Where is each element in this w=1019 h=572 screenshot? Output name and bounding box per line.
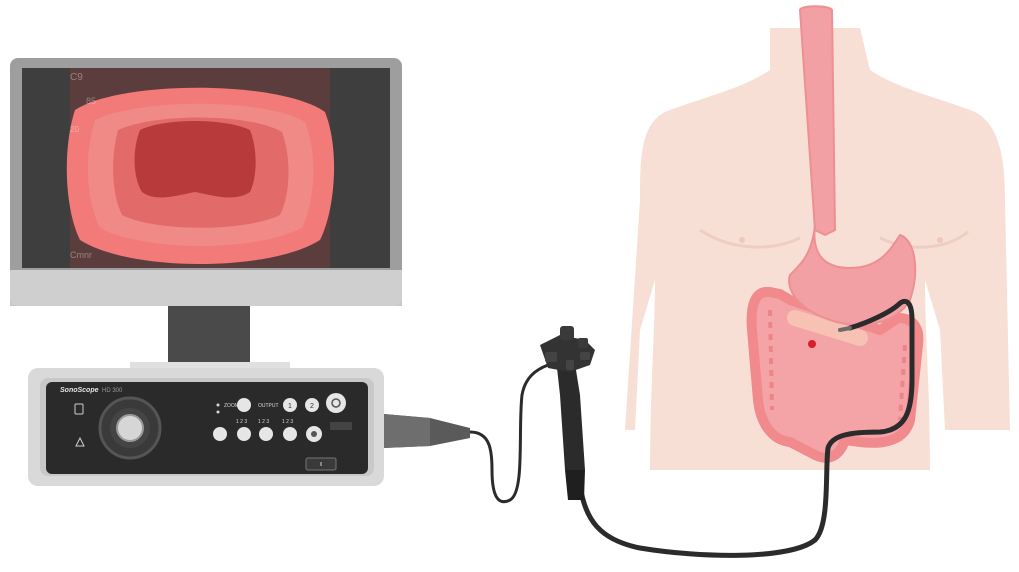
- overlay-text-line3: 20: [70, 125, 79, 134]
- overlay-text-bottom: Cmnr: [70, 250, 92, 260]
- settings-button[interactable]: [326, 393, 346, 413]
- cable-connector-plug: [384, 414, 470, 448]
- overlay-text-line2: 85: [86, 96, 96, 106]
- polyp-dot: [808, 340, 816, 348]
- status-indicator: [330, 422, 352, 430]
- user-button[interactable]: [213, 427, 227, 441]
- preset-button-a[interactable]: [237, 427, 251, 441]
- processor-model: HD 300: [102, 388, 123, 394]
- label-zoom: ZOOM: [224, 403, 239, 409]
- button-2-label: 2: [310, 403, 314, 410]
- endoscope-handle: [540, 326, 595, 500]
- row2-label-c: 1 2 3: [282, 419, 293, 425]
- row2-label-b: 1 2 3: [258, 419, 269, 425]
- zoom-button[interactable]: [237, 398, 251, 412]
- row2-label-a: 1 2 3: [236, 419, 247, 425]
- video-processor: SonoScope HD 300 ZOOM OUTPUT 1 2 1 2 3 1…: [28, 362, 384, 486]
- processor-brand: SonoScope: [60, 387, 99, 394]
- light-guide-cable: [470, 365, 548, 502]
- overlay-text-top: C9: [70, 72, 83, 83]
- scope-connector-port[interactable]: [117, 415, 143, 441]
- preset-button-c[interactable]: [283, 427, 297, 441]
- button-1-label: 1: [288, 403, 292, 410]
- monitor: C9 85 20 Cmnr: [10, 58, 402, 364]
- preset-button-b[interactable]: [259, 427, 273, 441]
- monitor-stand: [168, 306, 250, 364]
- lumen-center: [135, 121, 256, 197]
- endoscopic-lumen-image: [67, 88, 334, 264]
- label-output: OUTPUT: [258, 403, 279, 409]
